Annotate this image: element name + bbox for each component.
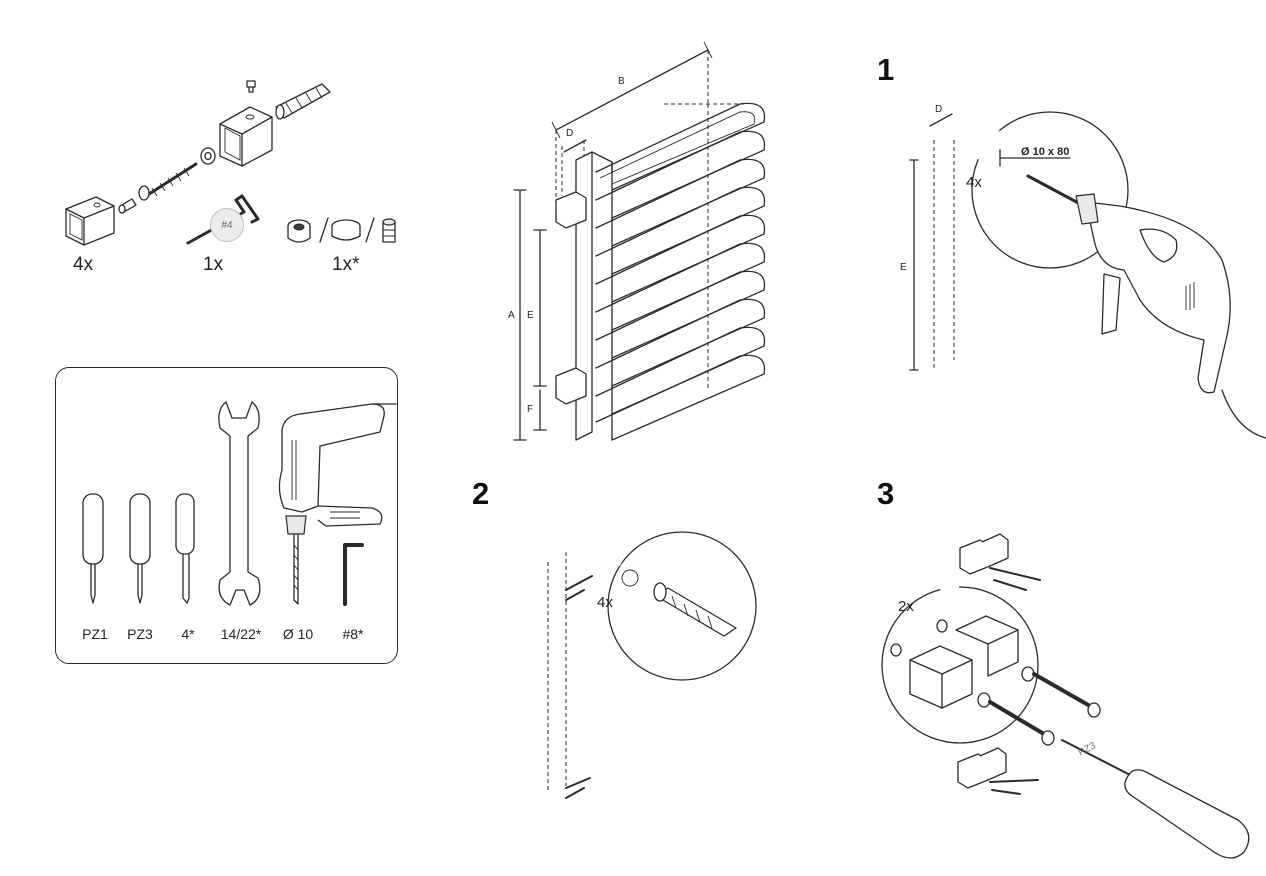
screwdriver-icon	[1061, 739, 1250, 859]
step-2-number: 2	[472, 476, 490, 511]
dim-label-e: E	[527, 310, 534, 321]
tool-label-pz3: PZ3	[127, 626, 153, 642]
step-1-count: 4x	[966, 174, 982, 191]
wall-plug-icon	[275, 83, 331, 120]
wall-plug-icon	[653, 582, 737, 637]
long-screw-icon	[138, 162, 198, 201]
valve-cap-icon	[287, 217, 396, 243]
step-3-number: 3	[877, 476, 895, 511]
screwdriver-flat-icon	[175, 493, 195, 604]
dim-label-d: D	[566, 128, 574, 139]
step-3-count: 2x	[898, 598, 914, 615]
screwdriver-pz3-icon	[129, 493, 151, 604]
dim-label-b: B	[618, 76, 625, 87]
drill-icon	[278, 403, 397, 605]
step-1-bit-label: Ø 10 x 80	[1021, 146, 1070, 158]
small-screw-icon	[246, 80, 256, 93]
dim-label-f: F	[527, 404, 534, 415]
set-screw-icon	[118, 198, 137, 214]
hex-key-large-icon	[343, 543, 364, 606]
wrench-icon	[218, 401, 261, 606]
parts-qty-brackets: 4x	[73, 254, 94, 275]
step-1-dim-e: E	[900, 262, 907, 273]
parts-qty-valve-caps: 1x*	[332, 254, 360, 275]
tool-label-wrench: 14/22*	[220, 626, 262, 642]
step-1-number: 1	[877, 52, 895, 87]
tool-label-hex-key: #8*	[342, 626, 364, 642]
drill-icon	[1075, 193, 1266, 439]
tools-panel	[55, 367, 398, 664]
parts-qty-hex-key: 1x	[203, 254, 224, 275]
step-1-dim-d: D	[935, 104, 943, 115]
tool-label-drill-bit: Ø 10	[282, 626, 314, 642]
dim-label-a: A	[508, 310, 515, 321]
square-bracket-icon	[909, 615, 1019, 709]
tool-label-flat: 4*	[181, 626, 195, 642]
square-bracket-icon	[65, 196, 115, 246]
hex-key-size-badge: #4	[210, 208, 244, 242]
screwdriver-pz1-icon	[82, 493, 104, 604]
step-2-count: 4x	[597, 594, 613, 611]
tool-label-pz1: PZ1	[82, 626, 108, 642]
radiator-coils	[595, 102, 766, 441]
square-tube-icon	[219, 106, 273, 167]
washer-icon	[200, 147, 216, 165]
